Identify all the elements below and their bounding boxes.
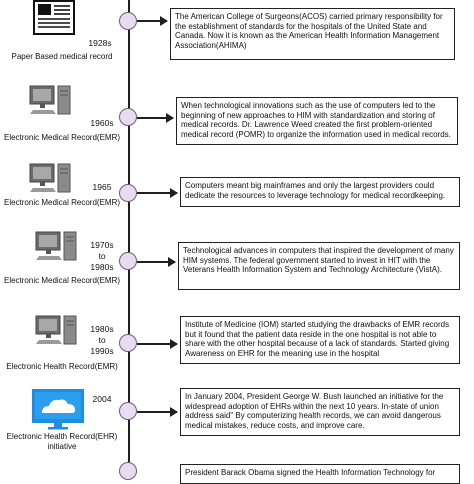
record-type-label: Electronic Medical Record(EMR) (3, 276, 121, 285)
timeline-node (119, 108, 137, 126)
record-type-label: Electronic Medical Record(EMR) (3, 198, 121, 207)
event-description-box: Computers meant big mainframes and only … (180, 177, 460, 207)
year-label: 1960s (90, 118, 114, 128)
timeline-line (128, 0, 130, 474)
record-type-label: Electronic Health Record(EHR) initiative (6, 432, 118, 451)
timeline-node (119, 184, 137, 202)
connector-arrow (137, 339, 178, 349)
year-label: 1928s (88, 38, 112, 48)
connector-arrow (137, 16, 168, 26)
event-description-box: When technological innovations such as t… (176, 97, 458, 145)
desktop-computer-icon (29, 85, 71, 115)
year-label: 1970s to 1980s (90, 240, 114, 272)
newspaper-icon (33, 0, 75, 35)
timeline-node (119, 402, 137, 420)
year-label: 2004 (92, 394, 112, 404)
record-type-label: Electronic Medical Record(EMR) (3, 133, 121, 142)
event-description-box: The American College of Surgeons(ACOS) c… (170, 8, 455, 60)
timeline-node (119, 252, 137, 270)
timeline-node (119, 12, 137, 30)
connector-arrow (137, 407, 178, 417)
event-description-box: Institute of Medicine (IOM) started stud… (180, 316, 460, 364)
event-description-box: Technological advances in computers that… (178, 242, 460, 290)
event-description-box: President Barack Obama signed the Health… (180, 464, 460, 484)
year-label: 1965 (92, 182, 112, 192)
cloud-monitor-icon (32, 389, 84, 430)
record-type-label: Paper Based medical record (11, 52, 113, 61)
year-label: 1980s to 1990s (90, 324, 114, 356)
record-type-label: Electronic Health Record(EMR) (6, 362, 118, 371)
desktop-computer-icon (35, 231, 77, 261)
desktop-computer-icon (29, 163, 71, 193)
connector-arrow (137, 257, 176, 267)
desktop-computer-icon (35, 315, 77, 345)
timeline-node (119, 462, 137, 480)
connector-arrow (137, 113, 174, 123)
event-description-box: In January 2004, President George W. Bus… (180, 388, 460, 436)
timeline-node (119, 334, 137, 352)
connector-arrow (137, 188, 178, 198)
